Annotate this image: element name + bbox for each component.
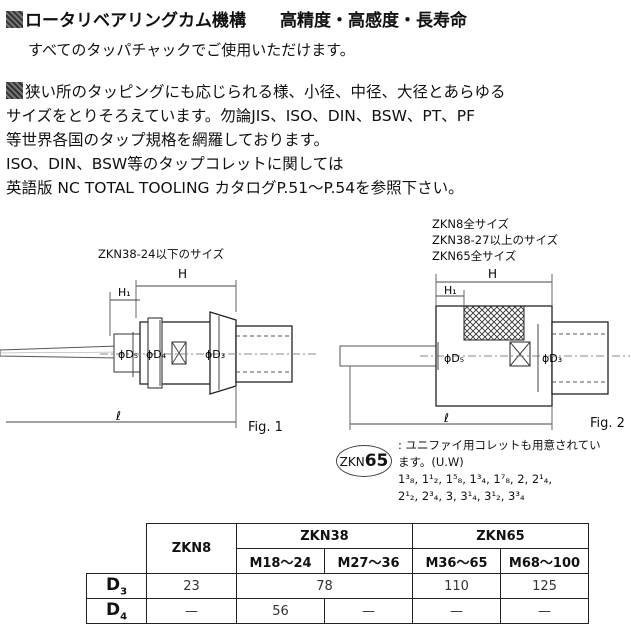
header-zkn8: ZKN8	[146, 523, 237, 574]
zkn65-badge-prefix: ZKN	[339, 455, 365, 469]
fig2-dim-h1: H₁	[444, 284, 457, 297]
row-label: D4	[86, 598, 147, 624]
header-sub: M36～65	[412, 548, 501, 574]
fig2-captions: ZKN8全サイズ ZKN38-27以上のサイズ ZKN65全サイズ	[432, 216, 558, 264]
fig2-caption: ZKN38-27以上のサイズ	[432, 233, 559, 247]
table-cell: —	[500, 598, 589, 624]
fig2-dim-d5: ϕD₅	[444, 352, 464, 365]
fig2-dim-h: H	[488, 267, 497, 281]
fig1-dim-h1: H₁	[118, 286, 131, 299]
unify-note-line: ます。(U.W)	[398, 455, 464, 469]
unify-note-line: 2¹₂, 2³₄, 3, 3¹₄, 3¹₂, 3³₄	[398, 489, 525, 503]
description-paragraph: 狭い所のタッピングにも応じられる様、小径、中径、大径とあらゆる サイズをとりそろ…	[6, 80, 506, 200]
table-cell: 110	[412, 573, 501, 599]
heading-title: ロータリベアリングカム機構	[25, 11, 246, 31]
header-zkn65: ZKN65	[412, 523, 589, 549]
fig2-caption: ZKN8全サイズ	[432, 217, 509, 231]
fig1-caption: ZKN38-24以下のサイズ	[98, 247, 225, 261]
fig1-label: Fig. 1	[248, 420, 283, 435]
fig2-dim-l: ℓ	[443, 411, 449, 425]
header-sub: M68～100	[500, 548, 589, 574]
fig1-dim-l: ℓ	[115, 409, 121, 423]
spec-table: ZKN8 ZKN38 ZKN65 M18～24 M27～36 M36～65 M6…	[86, 523, 589, 624]
heading: ロータリベアリングカム機構 高精度・高感度・長寿命	[6, 6, 467, 31]
table-cell: —	[412, 598, 501, 624]
fig2-drawing: H H₁ ϕD₅ ϕD₃ ℓ	[339, 267, 630, 430]
table-cell: 78	[236, 573, 413, 599]
fig1-dim-h: H	[178, 267, 187, 281]
paragraph-line-text: 狭い所のタッピングにも応じられる様、小径、中径、大径とあらゆる	[25, 83, 506, 101]
fig1-dim-d5: ϕD₅	[118, 348, 138, 361]
header-zkn38: ZKN38	[236, 523, 413, 549]
table-cell: —	[146, 598, 237, 624]
table-cell: —	[324, 598, 413, 624]
unify-note-line: 1³₈, 1¹₂, 1⁵₈, 1³₄, 1⁷₈, 2, 2¹₄,	[398, 472, 553, 486]
table-cell: 125	[500, 573, 589, 599]
usage-line: すべてのタッパチャックでご使用いただけます。	[28, 41, 355, 59]
bullet-mark-icon	[6, 82, 23, 99]
paragraph-line: 等世界各国のタップ規格を網羅しております。	[6, 131, 330, 149]
zkn65-badge-number: 65	[364, 451, 389, 471]
paragraph-line: 狭い所のタッピングにも応じられる様、小径、中径、大径とあらゆる	[6, 80, 506, 104]
bullet-mark-icon	[6, 11, 23, 28]
heading-tagline: 高精度・高感度・長寿命	[280, 11, 467, 31]
table-corner	[86, 523, 147, 574]
table-row: D3 23 78 110 125	[86, 573, 589, 599]
unify-note: : ユニファイ用コレットも用意されてい ます。(U.W) 1³₈, 1¹₂, 1…	[398, 437, 623, 505]
unify-note-line: : ユニファイ用コレットも用意されてい	[398, 438, 601, 452]
fig2-label: Fig. 2	[590, 416, 625, 431]
fig2-caption: ZKN65全サイズ	[432, 249, 517, 263]
fig1-drawing: H H₁ ϕD₅ ϕD₄ ϕD₃ ℓ	[0, 267, 318, 428]
header-sub: M27～36	[324, 548, 413, 574]
table-row: D4 — 56 — — —	[86, 598, 589, 624]
paragraph-line: ISO、DIN、BSW等のタップコレットに関しては	[6, 155, 344, 173]
zkn65-badge: ZKN65	[336, 445, 392, 477]
fig2-dim-d3: ϕD₃	[542, 352, 562, 365]
paragraph-line: サイズをとりそろえています。勿論JIS、ISO、DIN、BSW、PT、PF	[6, 107, 476, 125]
fig1-dim-d3: ϕD₃	[205, 348, 225, 361]
row-label: D3	[86, 573, 147, 599]
fig1-dim-d4: ϕD₄	[146, 348, 167, 361]
table-cell: 23	[146, 573, 237, 599]
header-sub: M18～24	[236, 548, 325, 574]
table-cell: 56	[236, 598, 325, 624]
paragraph-line: 英語版 NC TOTAL TOOLING カタログP.51～P.54を参照下さい…	[6, 179, 464, 197]
